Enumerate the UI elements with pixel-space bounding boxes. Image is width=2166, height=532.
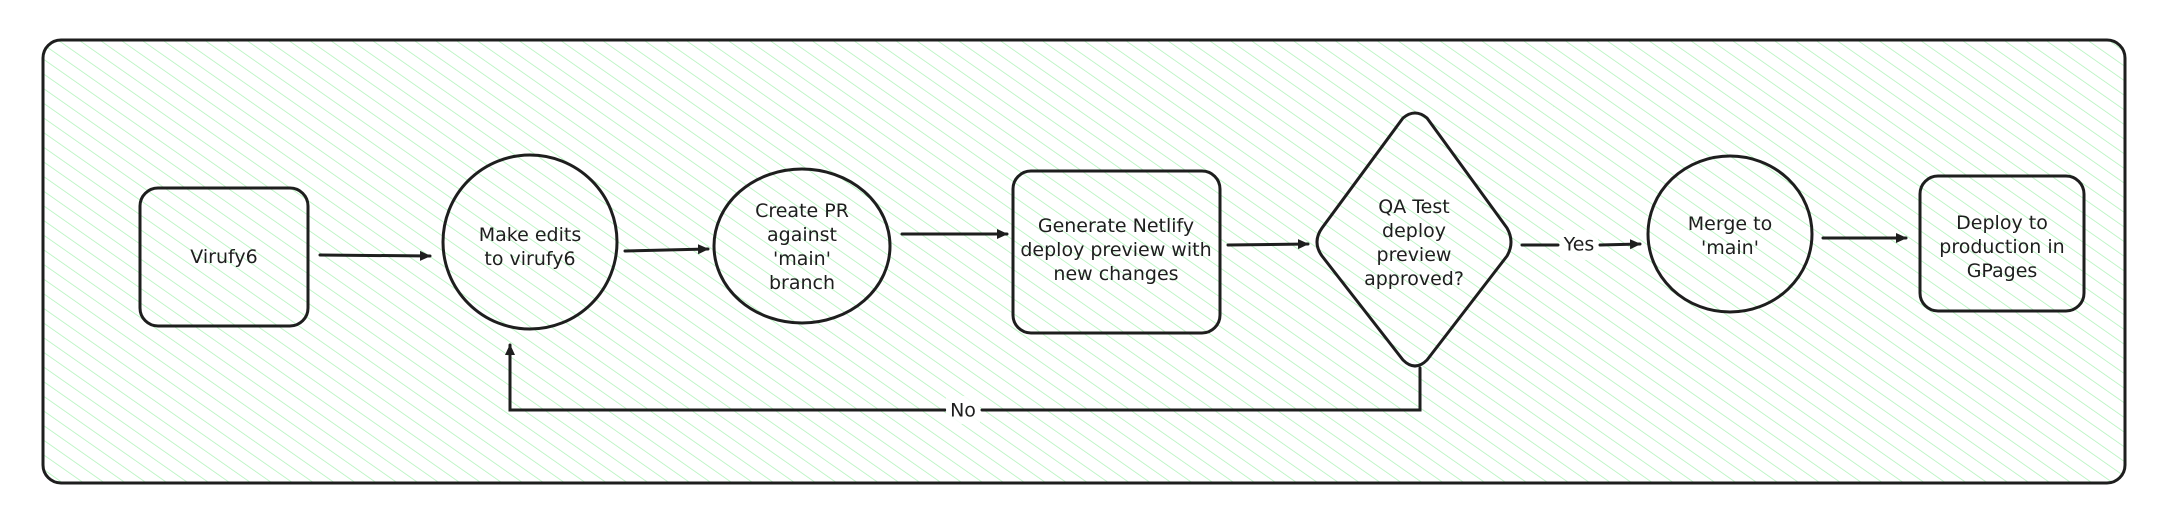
node-label-line: approved? (1364, 268, 1464, 290)
node-label-line: Generate Netlify (1038, 215, 1194, 237)
edge-label-no: No (950, 400, 976, 422)
node-virufy6-label: Virufy6 (190, 246, 257, 268)
container-frame (41, 38, 2127, 485)
edge-netlify-to-qa (1226, 239, 1310, 250)
node-label-line: to virufy6 (484, 248, 575, 270)
edge-make-edits-to-create-pr (623, 244, 710, 255)
edge-label-yes: Yes (1563, 234, 1595, 256)
node-virufy6: Virufy6 (138, 186, 310, 328)
edge-labels: Yes No (946, 230, 1598, 424)
node-label-line: Virufy6 (190, 246, 257, 268)
node-label-line: Create PR (755, 200, 849, 222)
node-label-line: preview (1377, 244, 1452, 266)
edges (318, 229, 1908, 412)
node-merge: Merge to'main' (1646, 154, 1814, 314)
node-label-line: deploy (1382, 220, 1446, 242)
node-label-line: Make edits (479, 224, 581, 246)
node-label-line: GPages (1967, 260, 2038, 282)
node-merge-label: Merge to'main' (1688, 213, 1772, 259)
edge-virufy6-to-make-edits (318, 250, 432, 261)
node-label-line: production in (1939, 236, 2064, 258)
node-label-line: QA Test (1378, 196, 1449, 218)
edge-qa-to-make-edits-a (980, 366, 1422, 412)
node-label-line: branch (769, 272, 835, 294)
node-label-line: new changes (1053, 263, 1178, 285)
node-label-line: against (767, 224, 837, 246)
node-label-line: deploy preview with (1020, 239, 1211, 261)
node-label-line: 'main' (773, 248, 831, 270)
node-label-line: 'main' (1701, 237, 1759, 259)
node-label-line: Merge to (1688, 213, 1772, 235)
edge-qa-to-merge-b (1598, 239, 1642, 250)
node-label-line: Deploy to (1956, 212, 2048, 234)
edge-qa-to-make-edits-b (505, 343, 947, 412)
